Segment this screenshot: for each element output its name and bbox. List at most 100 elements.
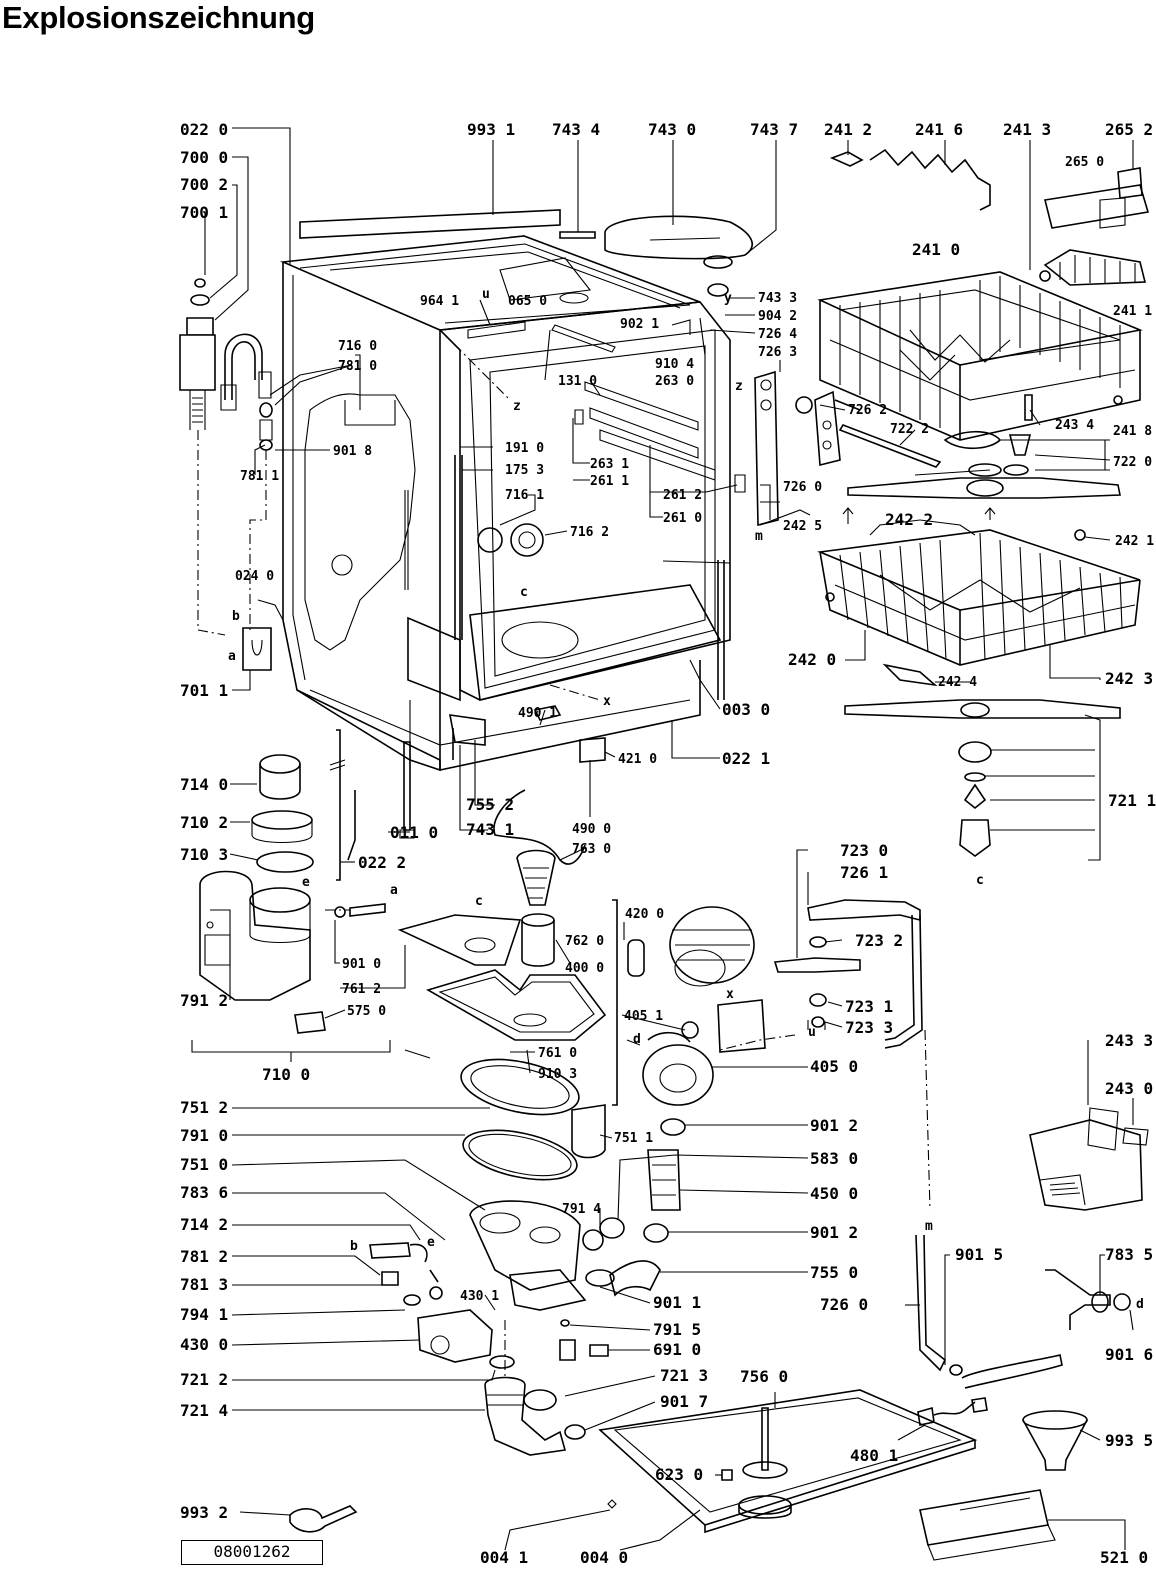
part-label: 751 2 [180,1098,228,1117]
part-label: 743 0 [648,120,696,139]
part-label: 756 0 [740,1367,788,1386]
part-label: 781 2 [180,1247,228,1266]
part-label: 701 1 [180,681,228,700]
part-label: 901 2 [810,1116,858,1135]
marker-b: b [232,609,240,624]
marker-a: a [390,883,398,898]
part-label: 430 1 [460,1289,499,1304]
part-label: 175 3 [505,463,544,478]
part-label: 904 2 [758,309,797,324]
marker-z: z [513,399,521,414]
part-label: 791 0 [180,1126,228,1145]
marker-c: c [976,873,984,888]
part-label: 241 6 [915,120,963,139]
part-label: 714 2 [180,1215,228,1234]
part-label: 022 1 [722,749,770,768]
part-label: 243 3 [1105,1031,1153,1050]
part-label: 723 2 [855,931,903,950]
part-label: 710 2 [180,813,228,832]
part-label: 755 0 [810,1263,858,1282]
part-label: 993 5 [1105,1431,1153,1450]
right-mid-parts [773,899,1149,1471]
part-label: 743 3 [758,291,797,306]
part-label: 723 3 [845,1018,893,1037]
part-label: 791 2 [180,991,228,1010]
part-label: 721 2 [180,1370,228,1389]
part-label: 700 2 [180,175,228,194]
marker-e: e [302,875,310,890]
part-label: 901 5 [955,1245,1003,1264]
part-label: 261 2 [663,488,702,503]
page-title: Explosionszeichnung [2,0,315,35]
part-label: 781 0 [338,359,377,374]
part-label: 583 0 [810,1149,858,1168]
part-label: 993 2 [180,1503,228,1522]
part-label: 910 4 [655,357,694,372]
part-label: 755 2 [466,795,514,814]
part-label: 242 5 [783,519,822,534]
part-label: 065 0 [508,294,547,309]
water-softener [191,705,606,1062]
part-label: 700 1 [180,203,228,222]
part-label: 623 0 [655,1465,703,1484]
assembly-markers: a b u z c x y z m c e a c x u d e b m d [228,287,1144,1312]
part-label: 263 0 [655,374,694,389]
part-label: 726 2 [848,403,887,418]
part-label: 783 5 [1105,1245,1153,1264]
part-label: 521 0 [1100,1548,1148,1567]
part-label: 004 1 [480,1548,528,1567]
part-label: 241 3 [1003,120,1051,139]
part-label: 751 1 [614,1131,653,1146]
part-label: 721 4 [180,1401,228,1420]
part-label: 242 3 [1105,669,1153,688]
part-label: 726 4 [758,327,797,342]
part-label: 901 6 [1105,1345,1153,1364]
part-label: 400 0 [565,961,604,976]
marker-c: c [520,585,528,600]
part-label: 261 1 [590,474,629,489]
marker-u: u [482,287,490,302]
part-label: 722 0 [1113,455,1152,470]
part-label: 405 0 [810,1057,858,1076]
part-label: 722 2 [890,422,929,437]
marker-x: x [726,987,734,1002]
part-label: 265 0 [1065,155,1104,170]
part-label: 710 3 [180,845,228,864]
marker-y: y [724,291,732,306]
part-label: 721 1 [1108,791,1156,810]
part-label: 242 0 [788,650,836,669]
part-label: 763 0 [572,842,611,857]
part-label: 716 0 [338,339,377,354]
leader-lines [204,127,1134,1551]
part-label: 191 0 [505,441,544,456]
part-label: 716 1 [505,488,544,503]
part-label: 450 0 [810,1184,858,1203]
part-label: 242 2 [885,510,933,529]
part-label: 004 0 [580,1548,628,1567]
bottom-plate [289,1389,1056,1561]
part-label: 131 0 [558,374,597,389]
part-label: 791 5 [653,1320,701,1339]
tub-cabinet [279,209,753,772]
part-label: 421 0 [618,752,657,767]
part-label: 243 0 [1105,1079,1153,1098]
part-label: 901 2 [810,1223,858,1242]
part-label: 241 1 [1113,304,1152,319]
part-label: 723 1 [845,997,893,1016]
part-label: 743 4 [552,120,600,139]
marker-z: z [735,379,743,394]
part-label: 242 4 [938,675,977,690]
marker-u: u [808,1025,816,1040]
part-label: 726 0 [820,1295,868,1314]
part-label: 761 0 [538,1046,577,1061]
part-label: 901 8 [333,444,372,459]
part-label: 743 1 [466,820,514,839]
part-label: 265 2 [1105,120,1153,139]
part-label: 480 1 [850,1446,898,1465]
part-label: 781 3 [180,1275,228,1294]
part-label: 743 7 [750,120,798,139]
marker-m: m [755,529,763,544]
part-label: 024 0 [235,569,274,584]
marker-x: x [603,694,611,709]
